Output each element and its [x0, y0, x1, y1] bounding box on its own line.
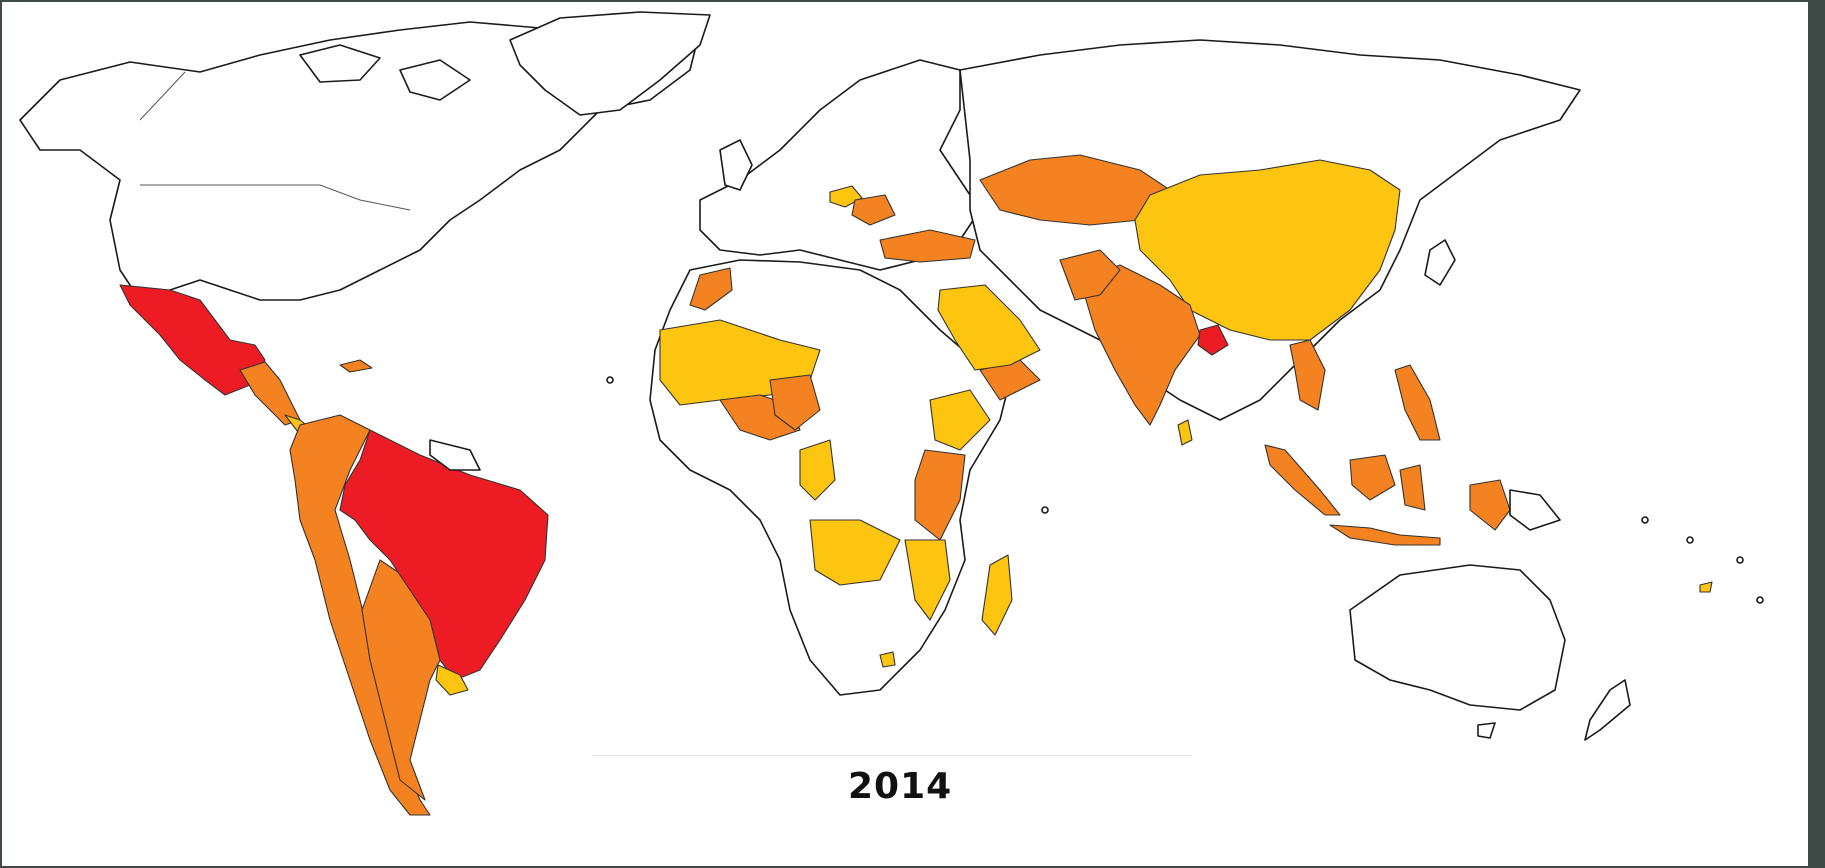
central-west-africa [799, 439, 836, 501]
papua-new-guinea [1509, 489, 1561, 531]
pacific-dot [1756, 596, 1764, 604]
papua [1469, 479, 1511, 531]
north-america-landmass [19, 17, 701, 301]
pacific-island [1699, 581, 1713, 593]
central-america [239, 361, 301, 426]
guianas [429, 439, 481, 471]
bangladesh [1197, 324, 1229, 356]
pacific-dot [1641, 516, 1649, 524]
alaska-border [139, 71, 186, 121]
indonesia-borneo-sulawesi [1349, 454, 1426, 511]
indian-ocean-dot [1041, 506, 1049, 514]
balkans-romania [851, 194, 896, 226]
mozambique [904, 539, 951, 621]
madagascar [981, 554, 1013, 636]
mexico [119, 284, 266, 396]
japan [1424, 239, 1456, 286]
indonesia-java-islands [1329, 524, 1441, 546]
us-canada-border [140, 184, 411, 211]
ethiopia [929, 389, 991, 451]
indochina [1289, 339, 1326, 411]
indonesia-sumatra [1264, 444, 1341, 516]
lesotho [879, 651, 896, 668]
uruguay [435, 664, 469, 696]
year-divider [592, 755, 1192, 756]
andean-countries [289, 414, 431, 816]
new-zealand [1584, 679, 1631, 741]
sri-lanka [1177, 419, 1193, 446]
hungary [829, 185, 863, 208]
pacific-dot [1686, 536, 1694, 544]
saudi-arabia [937, 284, 1041, 371]
pakistan-afghanistan [1059, 249, 1121, 301]
tasmania [1477, 722, 1496, 739]
india [1079, 264, 1201, 426]
nigeria [769, 374, 821, 431]
turkey [879, 229, 976, 263]
frame-edge [1808, 0, 1825, 868]
angola-zambia [809, 519, 901, 586]
australia [1349, 564, 1566, 711]
arctic-islands [299, 44, 471, 101]
atlantic-dot [606, 376, 614, 384]
greenland [509, 11, 711, 116]
philippines [1394, 364, 1441, 441]
uk-ireland [719, 139, 753, 191]
pacific-dot [1736, 556, 1744, 564]
china [1134, 159, 1401, 341]
year-label: 2014 [848, 766, 953, 807]
morocco [689, 267, 733, 311]
caribbean-islands [339, 359, 373, 373]
